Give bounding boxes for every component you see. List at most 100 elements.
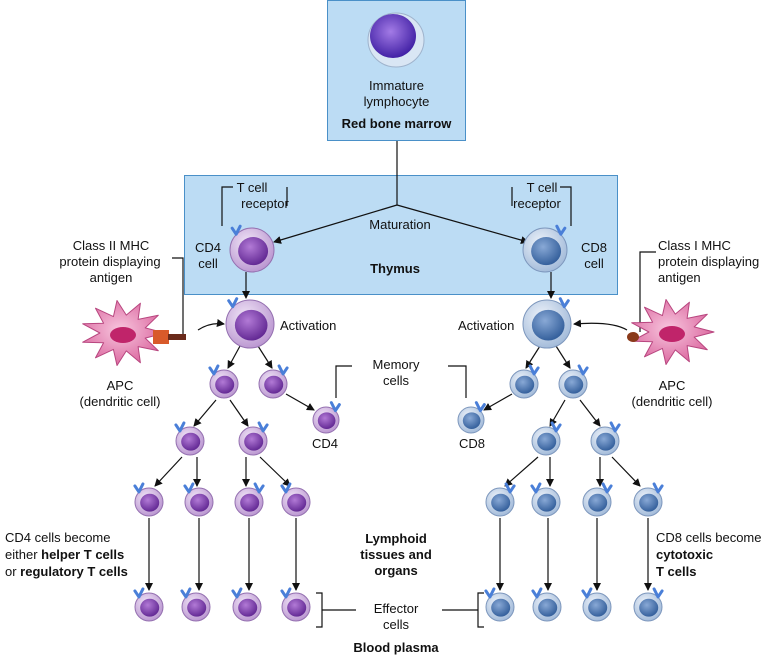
receptor-icon xyxy=(257,421,269,433)
cd8-level3-arrow-4 xyxy=(611,456,641,487)
memory-cells-label-2: cells xyxy=(382,373,409,388)
cd8-effector-cell-1 xyxy=(484,587,515,622)
lymphoid-label-2: tissues and xyxy=(360,547,432,562)
lymphoid-label-3: organs xyxy=(374,563,418,578)
connector-lines xyxy=(145,141,656,628)
cd8-note-line-3: T cells xyxy=(656,564,697,579)
receptor-icon xyxy=(555,224,567,236)
cd8-activated-cell xyxy=(522,297,572,349)
cd8-note-line-2: cytotoxic xyxy=(656,547,714,562)
left-activation-label: Activation xyxy=(280,318,337,333)
cell-nucleus xyxy=(588,598,608,617)
cell-nucleus xyxy=(538,598,558,617)
receptor-icon xyxy=(601,482,613,494)
receptor-icon xyxy=(280,482,292,494)
receptor-icon xyxy=(609,421,621,433)
effector-callout-left xyxy=(316,592,356,628)
class1-mhc-label-2: protein displaying xyxy=(658,254,760,269)
left-apc-label-2: (dendritic cell) xyxy=(79,394,161,409)
cd4-effector-cell-1 xyxy=(133,587,164,622)
cell-nucleus xyxy=(531,237,562,266)
cd4-daughter-cell-2 xyxy=(258,364,289,399)
cd4-split-arrow-1 xyxy=(227,345,241,369)
receptor-icon xyxy=(577,364,589,376)
cd8-daughter-cell-2 xyxy=(558,364,589,399)
receptor-icon xyxy=(183,482,195,494)
cd4-thymus-cell xyxy=(229,224,275,273)
class2-mhc-label-1: Class II MHC xyxy=(72,238,150,253)
maturation-arrow-right xyxy=(396,204,529,244)
cd4-memory-arrow xyxy=(285,393,315,411)
cell-nucleus xyxy=(491,493,511,512)
cd8-memory-label: CD8 xyxy=(458,436,485,451)
receptor-icon xyxy=(277,364,289,376)
receptor-icon xyxy=(474,401,486,413)
cd8-level2-cell-2 xyxy=(590,421,621,456)
receptor-icon xyxy=(652,587,664,599)
immature-lymphocyte xyxy=(367,12,425,68)
class1-mhc-label-3: antigen xyxy=(658,270,701,285)
receptor-icon xyxy=(133,587,145,599)
cd8-level3-cell-3 xyxy=(582,482,613,517)
cell-nucleus xyxy=(462,412,481,429)
cell-nucleus xyxy=(181,432,201,451)
cell-nucleus xyxy=(287,598,307,617)
cell-nucleus xyxy=(264,375,284,394)
apc-nucleus xyxy=(110,327,136,343)
right-activation-label: Activation xyxy=(458,318,515,333)
cd4-activated-cell xyxy=(225,297,275,349)
receptor-icon xyxy=(227,297,239,309)
cd4-cell-label-1: CD4 xyxy=(194,240,221,255)
apc-nucleus xyxy=(659,326,685,342)
receptor-icon xyxy=(484,587,496,599)
cd4-level3-arrow-1 xyxy=(154,456,183,487)
cd8-split-arrow-1 xyxy=(525,345,541,369)
receptor-icon xyxy=(329,401,341,413)
tcr-left-callout xyxy=(221,186,288,226)
receptor-icon xyxy=(280,587,292,599)
cell-nucleus xyxy=(190,493,210,512)
receptor-icon xyxy=(231,587,243,599)
cd8-effector-cell-3 xyxy=(581,587,612,622)
cell-nucleus xyxy=(215,375,235,394)
cd8-level3-cell-4 xyxy=(633,482,664,517)
right-apc-label-1: APC xyxy=(658,378,686,393)
receptor-icon xyxy=(253,482,265,494)
cd4-level3-cell-1 xyxy=(133,482,164,517)
cd4-level2-cell-2 xyxy=(238,421,269,456)
cd4-effector-cell-2 xyxy=(180,587,211,622)
cd4-split-arrow-2 xyxy=(257,345,273,369)
cd4-effector-cell-3 xyxy=(231,587,262,622)
cd4-level3-cell-2 xyxy=(183,482,214,517)
cell-nucleus xyxy=(515,375,535,394)
cell-nucleus xyxy=(317,412,336,429)
tcr-left-label-1: T cell xyxy=(236,180,268,195)
receptor-icon xyxy=(208,364,220,376)
cell-nucleus xyxy=(187,598,207,617)
right-apc-label-2: (dendritic cell) xyxy=(631,394,713,409)
tcr-right-label-2: receptor xyxy=(513,196,561,211)
cd4-cell-label-2: cell xyxy=(198,256,218,271)
cd4-level2-cell-1 xyxy=(174,421,205,456)
receptor-icon xyxy=(528,364,540,376)
cd4-memory-label: CD4 xyxy=(311,436,338,451)
receptor-icon xyxy=(581,587,593,599)
cd8-effector-cell-2 xyxy=(531,587,562,622)
cd4-level3-cell-3 xyxy=(234,482,265,517)
cd8-note-line-1: CD8 cells become xyxy=(656,530,762,545)
left-apc-dendritic-cell xyxy=(82,300,166,366)
thymus-title: Thymus xyxy=(370,261,420,276)
cd4-note-line-2: either helper T cells xyxy=(5,547,125,562)
left-apc-label-1: APC xyxy=(106,378,134,393)
class2-mhc-label-2: protein displaying xyxy=(59,254,161,269)
cell-nucleus xyxy=(287,493,307,512)
cd8-level3-cell-2 xyxy=(530,482,561,517)
cell-nucleus xyxy=(238,237,269,266)
class2-mhc-protein xyxy=(153,330,169,344)
receptor-icon xyxy=(174,421,186,433)
class2-mhc-callout xyxy=(172,257,184,336)
effector-cells-label-1: Effector xyxy=(373,601,419,616)
receptor-icon xyxy=(230,224,242,236)
